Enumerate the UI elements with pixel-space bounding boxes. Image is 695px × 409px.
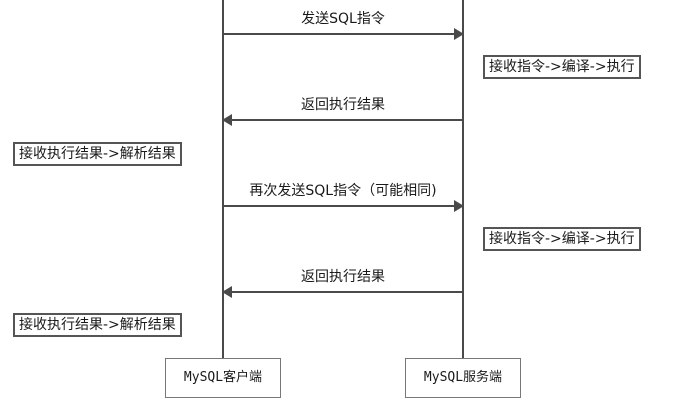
client-lifeline	[222, 0, 224, 358]
arrow-server-to-client	[222, 286, 462, 298]
message-label: 发送SQL指令	[301, 11, 385, 27]
client-process-note: 接收执行结果->解析结果	[13, 313, 182, 337]
arrow-server-to-client	[222, 114, 462, 126]
server-process-note: 接收指令->编译->执行	[483, 55, 641, 79]
arrow-client-to-server	[224, 200, 464, 212]
message-label: 返回执行结果	[301, 269, 385, 285]
client-process-note: 接收执行结果->解析结果	[13, 142, 182, 166]
server-lifeline	[462, 0, 464, 358]
client-actor-box: MySQL客户端	[165, 358, 281, 398]
server-process-note: 接收指令->编译->执行	[483, 227, 641, 251]
message-label: 再次发送SQL指令（可能相同)	[249, 183, 437, 199]
server-actor-box: MySQL服务端	[405, 358, 521, 398]
message-label: 返回执行结果	[301, 97, 385, 113]
arrow-client-to-server	[224, 28, 464, 40]
